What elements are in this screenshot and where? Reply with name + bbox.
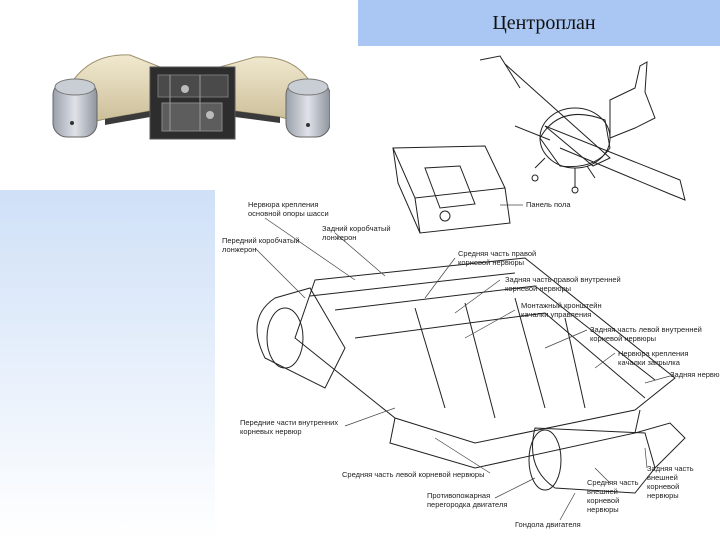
leader-lines [254, 204, 671, 521]
label-mid-right-root-rib: Средняя часть правой корневой нервюры [458, 249, 537, 267]
label-mid-left-root-rib: Средняя часть левой корневой нервюры [342, 470, 485, 479]
label-front-inner-root-ribs: Передние части внутренних корневых нервю… [240, 418, 339, 436]
label-main-gear-rib: Нервюра крепления основной опоры шасси [248, 200, 329, 218]
label-engine-firewall: Противопожарная перегородка двигателя [427, 491, 508, 509]
label-engine-nacelle: Гондола двигателя [515, 520, 581, 529]
label-floor-panel: Панель пола [526, 200, 571, 209]
label-rear-left-inner-root-rib: Задняя часть левой внутренней корневой н… [590, 325, 702, 343]
label-flap-yoke-rib: Нервюра крепления качалки закрылка [618, 349, 689, 367]
left-gradient-panel [0, 190, 215, 540]
center-section-diagram [254, 55, 686, 521]
label-rear-right-inner-root-rib: Задняя часть правой внутренней корневой … [505, 275, 621, 293]
label-control-yoke-bracket: Монтажный кронштейн качалки управления [521, 301, 602, 319]
label-rear-box-spar: Задний коробчатый лонжерон [322, 224, 391, 242]
label-front-box-spar: Передний коробчатый лонжерон [222, 236, 300, 254]
aircraft-outline [479, 55, 686, 201]
label-mid-outer-root-rib: Средняя часть внешней корневой нервюры [587, 478, 639, 514]
label-rear-outer-root-rib: Задняя часть внешней корневой нервюры [647, 464, 694, 500]
floor-panel-drawing [392, 145, 511, 234]
center-section-photo [52, 54, 330, 140]
page-title: Центроплан [492, 11, 596, 34]
centre-section-drawing [256, 257, 686, 494]
title-banner: Центроплан [358, 0, 720, 46]
label-rear-rib: Задняя нервюра [670, 370, 720, 379]
